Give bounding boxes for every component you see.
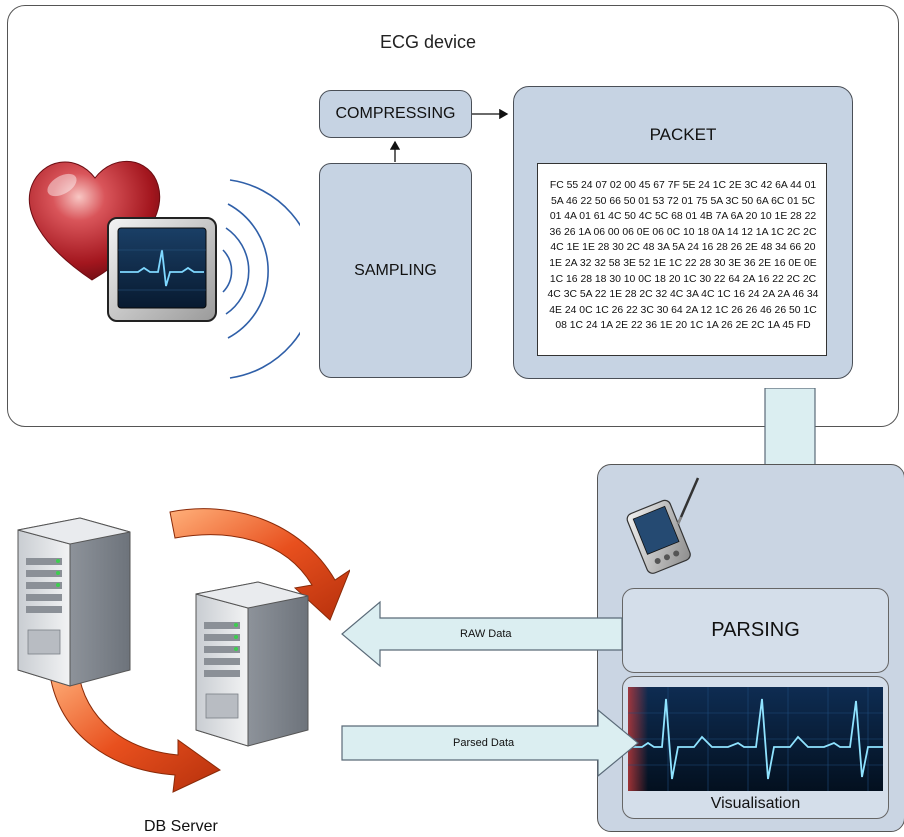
server-icon — [195, 581, 309, 747]
ecg-monitor-icon — [107, 217, 217, 322]
packet-hex-dump: FC 55 24 07 02 00 45 67 7F 5E 24 1C 2E 3… — [537, 163, 827, 356]
wireless-signal-icon — [222, 179, 300, 379]
ecg-device-title: ECG device — [380, 32, 477, 52]
parsed-data-label: Parsed Data — [453, 737, 515, 749]
db-server-label: DB Server — [144, 818, 218, 835]
sampling-box: SAMPLING — [319, 163, 472, 378]
server-icon — [17, 517, 131, 687]
raw-data-arrow — [341, 600, 623, 668]
packet-title: PACKET — [649, 125, 717, 144]
packet-box: PACKET FC 55 24 07 02 00 45 67 7F 5E 24 … — [513, 86, 853, 379]
visualisation-label: Visualisation — [710, 795, 801, 812]
raw-data-label: RAW Data — [460, 628, 512, 640]
parsing-box: PARSING — [622, 588, 889, 673]
compressing-box: COMPRESSING — [319, 90, 472, 138]
db-server-graphic — [17, 508, 350, 793]
visualisation-box: Visualisation — [622, 676, 889, 819]
ecg-waveform-display — [628, 687, 883, 791]
pda-stylus-icon — [626, 477, 700, 574]
sync-cycle-arrows-icon — [49, 508, 350, 793]
heart-monitor-group — [28, 160, 300, 379]
parsed-data-arrow — [341, 708, 639, 778]
